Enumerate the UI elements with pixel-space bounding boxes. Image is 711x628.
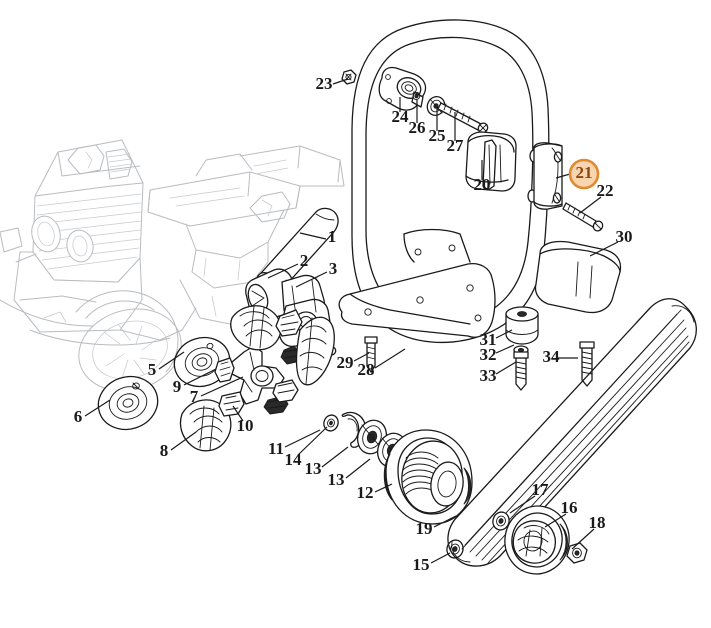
callout-label-27: 27 [447, 136, 465, 155]
leader-line-12 [374, 483, 393, 493]
part-8-brake-shoe [179, 399, 232, 452]
leader-line-14 [297, 426, 328, 456]
leader-line-18 [571, 528, 595, 550]
callout-label-13b: 13 [328, 470, 345, 489]
callout-label-33: 33 [480, 366, 497, 385]
leader-line-9 [183, 368, 217, 386]
part-23-nut [341, 69, 357, 85]
leader-line-5 [158, 351, 185, 370]
callout-label-9: 9 [173, 377, 182, 396]
callout-label-32: 32 [480, 345, 497, 364]
leader-line-33 [495, 361, 517, 375]
callout-label-18: 18 [589, 513, 606, 532]
leader-line-10 [232, 405, 244, 422]
callout-label-8: 8 [160, 441, 169, 460]
part-20-grip-block [465, 131, 517, 192]
leader-line-13b [345, 458, 371, 479]
callout-label-14: 14 [285, 450, 303, 469]
leader-line-8 [170, 431, 197, 451]
callout-label-19: 19 [416, 519, 433, 538]
leader-line-28 [374, 348, 406, 369]
callout-label-25: 25 [429, 126, 446, 145]
callout-label-15: 15 [413, 555, 430, 574]
callout-label-13: 13 [305, 459, 322, 478]
screw-33-threads [515, 361, 527, 380]
part-12-19-drum-assembly [383, 429, 473, 525]
part-6-plate [97, 375, 159, 431]
part-22-screw [562, 202, 604, 232]
part-16-pulley [504, 505, 570, 575]
part-29-screw [364, 336, 378, 373]
leader-line-30 [589, 241, 619, 257]
callout-label-29: 29 [337, 353, 354, 372]
leader-line-1 [299, 232, 327, 240]
callout-label-26: 26 [409, 118, 426, 137]
part-15-nut [446, 539, 464, 559]
callout-label-34: 34 [543, 347, 561, 366]
part-27-bolt [437, 102, 489, 134]
leader-line-13 [321, 446, 349, 468]
callout-label-17: 17 [532, 480, 550, 499]
callout-label-21: 21 [576, 163, 593, 182]
leader-line-23 [332, 78, 349, 85]
leader-line-2 [267, 263, 299, 279]
leader-line-15 [430, 552, 451, 564]
callout-label-7: 7 [190, 387, 199, 406]
screw-34-threads [581, 351, 593, 375]
top-fins [107, 153, 132, 173]
part-26-spacer [411, 91, 424, 108]
leader-line-11 [284, 429, 321, 448]
part-21-clamp-half [533, 142, 563, 210]
callout-label-10: 10 [237, 416, 254, 435]
callout-label-31: 31 [480, 330, 497, 349]
part-31-mount [505, 306, 539, 345]
leader-line-7 [200, 376, 244, 397]
engine-assembly-ghost [0, 139, 345, 392]
part-14-washer [323, 414, 339, 432]
callout-label-5: 5 [148, 360, 157, 379]
leader-line-21 [555, 173, 571, 179]
callout-label-16: 16 [561, 498, 578, 517]
screw-29-threads [366, 346, 376, 360]
callout-label-11: 11 [268, 439, 284, 458]
misc-small-parts [230, 305, 335, 415]
leader-line-16 [544, 513, 567, 528]
callout-label-12: 12 [357, 483, 374, 502]
part-33-screw [513, 351, 529, 391]
callout-label-6: 6 [74, 407, 83, 426]
part-10-shoe [218, 391, 245, 417]
callout-label-24: 24 [392, 107, 410, 126]
bolt-27-threads [443, 103, 471, 123]
part-28-strut [338, 228, 496, 338]
part-30-shroud [534, 240, 622, 314]
part-34-screw [579, 341, 595, 387]
leader-line-32 [495, 344, 515, 354]
part-9-shoe [214, 357, 235, 383]
screw-22-threads [567, 204, 586, 220]
callout-label-22: 22 [597, 181, 614, 200]
callout-label-28: 28 [358, 360, 375, 379]
leader-line-22 [579, 196, 602, 214]
part-18-nut [566, 542, 588, 564]
callout-leader-lines [84, 78, 619, 564]
leader-line-3 [295, 271, 328, 288]
part-17-washer [492, 511, 510, 531]
highlight-marker-21 [568, 158, 600, 190]
callout-label-1: 1 [328, 227, 337, 246]
callout-label-23: 23 [316, 74, 333, 93]
callout-label-30: 30 [616, 227, 633, 246]
leader-line-6 [84, 399, 111, 417]
part-7-clutch-carrier [231, 345, 285, 405]
leader-line-31 [495, 329, 513, 339]
leader-line-19 [433, 515, 457, 528]
callout-label-20: 20 [474, 175, 491, 194]
callout-label-2: 2 [300, 251, 309, 270]
callout-label-3: 3 [329, 259, 338, 278]
leader-line-17 [509, 495, 536, 514]
leader-line-29 [353, 352, 370, 362]
